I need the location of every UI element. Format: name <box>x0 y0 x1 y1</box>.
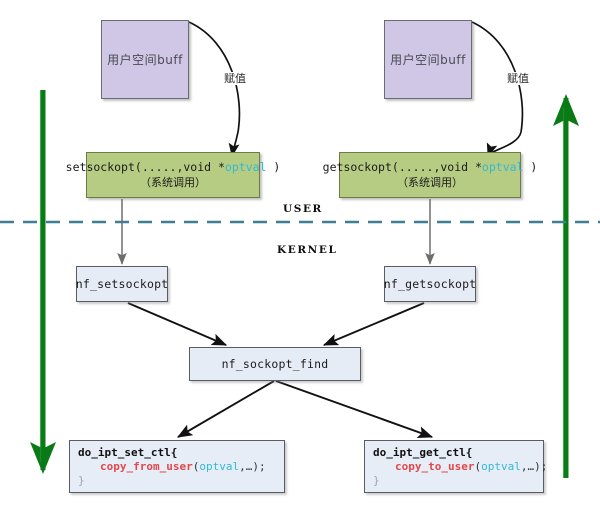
syscall-setsockopt-subtitle: （系统调用） <box>140 176 206 189</box>
syscall-getsockopt: getsockopt(.....,void *optval ) （系统调用） <box>323 152 537 198</box>
user-buffer-left-label: 用户空间buff <box>107 53 183 67</box>
code-get-line1: do_ipt_get_ctl{ <box>373 446 535 460</box>
getsockopt-optval: optval <box>481 160 524 174</box>
code-get-optval: optval <box>481 460 521 473</box>
assign-curve-right <box>471 21 524 157</box>
node-nf-getsockopt-label: nf_getsockopt <box>383 277 477 291</box>
node-nf-sockopt-find-label: nf_sockopt_find <box>221 357 329 371</box>
user-buffer-right: 用户空间buff <box>384 20 472 99</box>
code-get-line3: } <box>373 474 380 487</box>
code-get-paren-open: ( <box>474 460 482 473</box>
setsockopt-suffix: ) <box>266 160 281 174</box>
code-set-line1: do_ipt_set_ctl{ <box>78 446 276 460</box>
syscall-getsockopt-signature: getsockopt(.....,void *optval ) <box>323 160 538 175</box>
code-copy-from-user: copy_from_user <box>100 460 193 473</box>
code-get-args-rest: ,…); <box>520 460 548 473</box>
code-set-paren-open: ( <box>192 460 200 473</box>
edge-nfset-to-find <box>127 302 228 346</box>
zone-label-user: USER <box>283 203 323 215</box>
syscall-setsockopt: setsockopt(.....,void *optval ) （系统调用） <box>66 152 280 198</box>
code-set-line2: copy_from_user(optval,…); <box>78 460 276 474</box>
node-nf-getsockopt: nf_getsockopt <box>384 266 476 302</box>
timeline-arrow-right <box>553 93 580 478</box>
assign-curve-left <box>188 21 241 158</box>
node-nf-setsockopt-label: nf_setsockopt <box>75 277 169 291</box>
setsockopt-prefix: setsockopt(.....,void * <box>65 160 225 174</box>
code-do-ipt-set-ctl: do_ipt_set_ctl{ copy_from_user(optval,…)… <box>69 440 285 493</box>
user-buffer-right-label: 用户空间buff <box>390 53 466 67</box>
zone-label-kernel: KERNEL <box>277 244 338 256</box>
code-copy-to-user: copy_to_user <box>395 460 475 473</box>
getsockopt-prefix: getsockopt(.....,void * <box>322 160 482 174</box>
edge-nfget-to-find <box>322 302 425 346</box>
code-set-fn-name: do_ipt_set_ctl{ <box>78 446 178 459</box>
timeline-arrow-left <box>29 90 56 475</box>
code-set-args-rest: ,…); <box>239 460 266 473</box>
setsockopt-optval: optval <box>224 160 267 174</box>
user-buffer-left: 用户空间buff <box>101 20 189 99</box>
code-get-line2: copy_to_user(optval,…); <box>373 460 547 474</box>
syscall-setsockopt-signature: setsockopt(.....,void *optval ) <box>66 160 281 175</box>
node-nf-setsockopt: nf_setsockopt <box>76 266 168 302</box>
code-get-fn-name: do_ipt_get_ctl{ <box>373 446 473 459</box>
code-do-ipt-get-ctl: do_ipt_get_ctl{ copy_to_user(optval,…); … <box>364 440 547 493</box>
assign-label-left: 赋值 <box>223 72 247 85</box>
node-nf-sockopt-find: nf_sockopt_find <box>189 347 361 381</box>
edge-find-to-getctl <box>275 380 434 438</box>
code-set-line3: } <box>78 474 85 487</box>
assign-label-right: 赋值 <box>506 72 530 85</box>
code-set-optval: optval <box>199 460 240 473</box>
edge-find-to-setctl <box>177 380 275 438</box>
syscall-getsockopt-subtitle: （系统调用） <box>397 176 463 189</box>
getsockopt-suffix: ) <box>523 160 538 174</box>
